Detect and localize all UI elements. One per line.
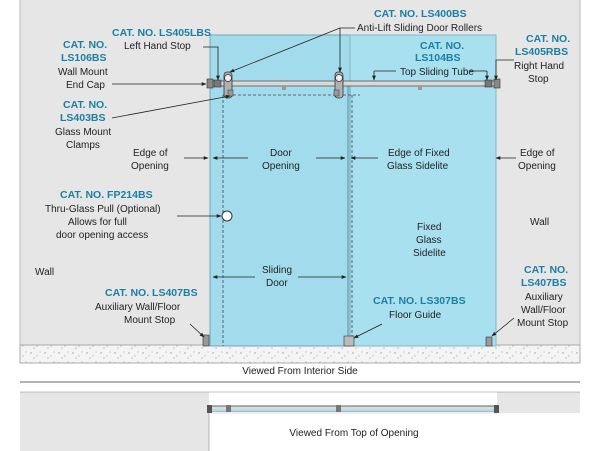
leader-ls405lbs bbox=[203, 46, 220, 81]
edge-right-line-1: Edge of bbox=[520, 148, 555, 159]
ls403bs-cat-2: LS403BS bbox=[60, 112, 106, 124]
fixed-sidelite-line-3: Sidelite bbox=[413, 248, 446, 259]
fp214bs-desc-3: door opening access bbox=[56, 230, 148, 241]
top-view-glass bbox=[212, 409, 496, 411]
edge-left-line-1: Edge of bbox=[133, 148, 168, 159]
ls106bs-desc-2: End Cap bbox=[66, 80, 105, 91]
ls104bs-cat-1: CAT. NO. bbox=[420, 40, 464, 52]
top-view-roller bbox=[336, 405, 341, 412]
ls104bs-cat-2: LS104BS bbox=[415, 52, 461, 64]
door-opening-line-1: Door bbox=[270, 148, 292, 159]
wall-left-label: Wall bbox=[35, 267, 54, 278]
left-hand-stop bbox=[213, 79, 222, 88]
ls405lbs-desc: Left Hand Stop bbox=[124, 41, 191, 52]
edge-fixed-line-1: Edge of Fixed bbox=[388, 148, 450, 159]
fixed-sidelite-line-1: Fixed bbox=[417, 222, 441, 233]
edge-fixed-line-2: Glass Sidelite bbox=[387, 161, 449, 172]
ls407bs-right-cat-2: LS407BS bbox=[521, 277, 567, 289]
fp214bs-cat: CAT. NO. FP214BS bbox=[60, 189, 153, 201]
edge-left-line-2: Opening bbox=[131, 161, 169, 172]
floor-concrete bbox=[19, 344, 581, 364]
ls400bs-desc: Anti-Lift Sliding Door Rollers bbox=[357, 23, 482, 34]
fixed-sidelite-line-2: Glass bbox=[416, 235, 442, 246]
ls307bs-cat: CAT. NO. LS307BS bbox=[373, 295, 466, 307]
ls104bs-desc: Top Sliding Tube bbox=[400, 67, 474, 78]
right-hand-stop bbox=[484, 79, 493, 88]
ls106bs-desc-1: Wall Mount bbox=[58, 67, 108, 78]
fp214bs-desc-1: Thru-Glass Pull (Optional) bbox=[45, 204, 161, 215]
ls400bs-cat: CAT. NO. LS400BS bbox=[374, 8, 467, 20]
end-cap-left bbox=[206, 78, 214, 89]
leader-ls403bs bbox=[111, 94, 231, 119]
leader-ls307bs bbox=[353, 323, 383, 339]
top-view-endcap bbox=[494, 405, 499, 413]
ls407bs-left-desc-1: Auxiliary Wall/Floor bbox=[95, 302, 181, 313]
wall-right-label: Wall bbox=[530, 217, 549, 228]
top-sliding-tube bbox=[209, 80, 499, 87]
top-view-endcap bbox=[207, 405, 212, 413]
caption-interior: Viewed From Interior Side bbox=[242, 366, 358, 377]
floor-stop-left bbox=[202, 334, 210, 347]
leader-ls400bs-2 bbox=[229, 27, 341, 73]
ls106bs-cat-2: LS106BS bbox=[61, 52, 107, 64]
ls407bs-left-desc-2: Mount Stop bbox=[124, 315, 176, 326]
edge-right-line-2: Opening bbox=[518, 161, 556, 172]
roller-left bbox=[223, 71, 233, 99]
leader-ls407bs-right bbox=[491, 317, 515, 337]
ls106bs-cat-1: CAT. NO. bbox=[63, 39, 107, 51]
end-cap-right bbox=[493, 78, 501, 89]
ls307bs-desc: Floor Guide bbox=[389, 310, 442, 321]
ls405rbs-desc-2: Stop bbox=[528, 74, 549, 85]
ls407bs-right-desc-1: Auxiliary bbox=[525, 292, 563, 303]
tube-mount-clamps bbox=[282, 86, 422, 90]
ls407bs-right-cat-1: CAT. NO. bbox=[524, 264, 568, 276]
ls403bs-desc-1: Glass Mount bbox=[55, 127, 111, 138]
thru-glass-pull-icon bbox=[221, 210, 233, 222]
ls405lbs-cat: CAT. NO. LS405LBS bbox=[112, 27, 211, 39]
ls405rbs-cat-1: CAT. NO. bbox=[526, 33, 570, 45]
ls405rbs-cat-2: LS405RBS bbox=[515, 46, 568, 58]
ls403bs-cat-1: CAT. NO. bbox=[63, 99, 107, 111]
floor-stop-right bbox=[485, 336, 493, 347]
top-view-wall-left bbox=[20, 392, 209, 451]
floor-guide bbox=[343, 335, 355, 347]
door-opening-line-2: Opening bbox=[262, 161, 300, 172]
sliding-door-line-2: Door bbox=[266, 278, 288, 289]
ls407bs-right-desc-3: Mount Stop bbox=[517, 318, 569, 329]
fp214bs-desc-2: Allows for full bbox=[68, 217, 127, 228]
caption-top: Viewed From Top of Opening bbox=[289, 428, 418, 439]
top-view-roller bbox=[226, 405, 231, 412]
ls407bs-right-desc-2: Wall/Floor bbox=[521, 305, 566, 316]
ls407bs-left-cat: CAT. NO. LS407BS bbox=[105, 287, 198, 299]
top-view-wall-right bbox=[497, 392, 580, 413]
sliding-door-line-1: Sliding bbox=[262, 265, 292, 276]
ls403bs-desc-2: Clamps bbox=[66, 140, 100, 151]
leader-ls405rbs bbox=[494, 59, 514, 81]
ls405rbs-desc-1: Right Hand bbox=[514, 61, 564, 72]
leader-ls407bs-left bbox=[189, 323, 205, 338]
fixed-glass-sidelite bbox=[347, 81, 497, 347]
sliding-door-glass bbox=[209, 34, 351, 347]
glass-mount-clamp bbox=[227, 89, 340, 97]
